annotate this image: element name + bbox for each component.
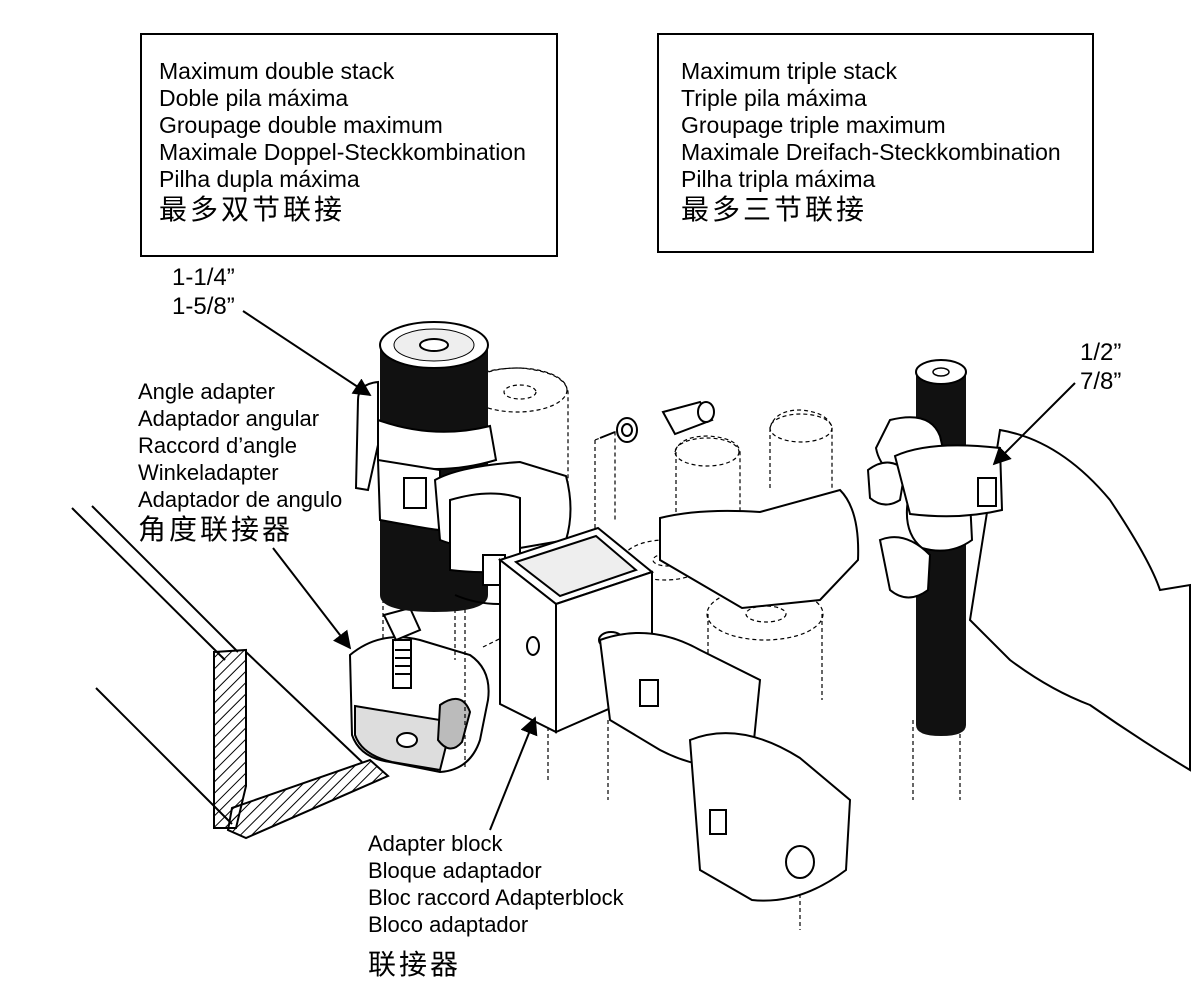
size-text: 1-1/4” [172, 264, 235, 291]
callout-line: Adaptador angular [138, 406, 320, 431]
double-stack-line: Doble pila máxima [159, 85, 349, 111]
callout-line: Raccord d’angle [138, 433, 297, 458]
callout-cjk: 角度联接器 [138, 514, 294, 545]
triple-stack-line: Maximale Dreifach-Steckkombination [681, 139, 1061, 165]
triple-stack-line: Groupage triple maximum [681, 112, 946, 138]
callout-line: Bloque adaptador [368, 858, 542, 883]
double-stack-cjk: 最多双节联接 [159, 194, 346, 225]
triple-stack-line: Maximum triple stack [681, 58, 897, 84]
double-stack-line: Pilha dupla máxima [159, 166, 360, 192]
adapter-block-callout: Adapter block Bloque adaptador Bloc racc… [368, 830, 624, 982]
callout-line: Bloco adaptador [368, 912, 529, 937]
angle-adapter-callout: Angle adapter Adaptador angular Raccord … [138, 378, 342, 547]
large-conduit-clamp [354, 380, 498, 532]
double-stack-line: Maximale Doppel-Steckkombination [159, 139, 526, 165]
double-stack-line: Maximum double stack [159, 58, 395, 84]
callout-line: Winkeladapter [138, 460, 279, 485]
small-conduit-size-label: 1/2” 7/8” [1080, 338, 1121, 396]
size-text: 1-5/8” [172, 293, 235, 320]
callout-line: Adaptador de angulo [138, 487, 343, 512]
size-text: 1/2” [1080, 339, 1122, 366]
size-text: 7/8” [1080, 368, 1122, 395]
small-conduit-clamp [893, 444, 1004, 518]
triple-stack-box: Maximum triple stack Triple pila máxima … [657, 33, 1094, 253]
leader-lines [242, 310, 1076, 831]
triple-stack-cjk: 最多三节联接 [681, 194, 868, 225]
callout-line: Adapter block [368, 831, 503, 856]
callout-line: Angle adapter [138, 379, 275, 404]
double-stack-line: Groupage double maximum [159, 112, 443, 138]
center-clamps [433, 460, 572, 605]
triple-stack-line: Triple pila máxima [681, 85, 867, 111]
stacked-clamps [598, 488, 860, 902]
angle-iron [71, 505, 390, 840]
screw-and-washer [599, 400, 715, 443]
beam-clamp [348, 606, 490, 774]
callout-line: Bloc raccord Adapterblock [368, 885, 624, 910]
callout-cjk: 联接器 [368, 949, 462, 980]
triple-stack-line: Pilha tripla máxima [681, 166, 876, 192]
double-stack-box: Maximum double stack Doble pila máxima G… [140, 33, 558, 257]
large-conduit-size-label: 1-1/4” 1-5/8” [172, 263, 235, 321]
